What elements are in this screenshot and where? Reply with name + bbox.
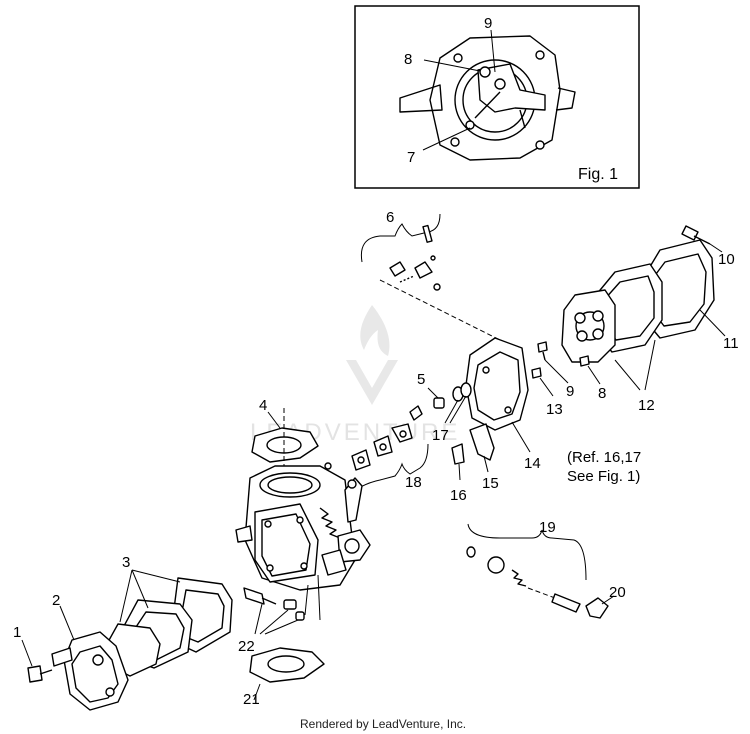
parts-5-17: 5 17 xyxy=(417,371,472,444)
callout-10: 10 xyxy=(718,251,735,268)
callout-3: 3 xyxy=(122,554,130,571)
part-18-kit: 18 xyxy=(341,405,429,501)
reference-note: (Ref. 16,17 See Fig. 1) xyxy=(567,449,641,485)
callout-2: 2 xyxy=(52,592,60,609)
callout-8: 8 xyxy=(598,385,606,402)
callout-6: 6 xyxy=(386,209,394,226)
part-21-gasket: 21 xyxy=(243,647,325,708)
callout-12: 12 xyxy=(638,397,655,414)
callout-22: 22 xyxy=(238,638,255,655)
callout-15: 15 xyxy=(482,475,499,492)
part-12-diaphragm-set: 12 xyxy=(561,263,663,414)
part-22-set: 22 xyxy=(238,587,305,655)
reference-note-line2: See Fig. 1) xyxy=(567,468,640,485)
callout-4: 4 xyxy=(259,397,267,414)
callout-1: 1 xyxy=(13,624,21,641)
footer-credit: Rendered by LeadVenture, Inc. xyxy=(300,717,466,731)
fig1-caption: Fig. 1 xyxy=(578,166,618,183)
part-14-body: 14 xyxy=(465,337,541,472)
part-10-screw: 10 xyxy=(681,225,735,268)
callout-7: 7 xyxy=(407,149,415,166)
callout-18: 18 xyxy=(405,474,422,491)
callout-11: 11 xyxy=(723,335,739,352)
callout-19: 19 xyxy=(539,519,556,536)
callout-14: 14 xyxy=(524,455,541,472)
callout-9-inset: 9 xyxy=(484,15,492,32)
watermark: LEADVENTURE xyxy=(250,305,457,446)
part-19-kit: 19 20 xyxy=(466,519,626,619)
reference-note-line1: (Ref. 16,17 xyxy=(567,449,641,466)
carburetor-body xyxy=(235,462,371,621)
part-3-set: 3 xyxy=(107,554,233,677)
parts-9-8-13-screws: 9 8 13 xyxy=(531,341,606,418)
callout-17: 17 xyxy=(432,427,449,444)
fig1-inset: 9 8 7 Fig. 1 xyxy=(354,5,640,189)
callout-21: 21 xyxy=(243,691,260,708)
part-1-screw: 1 xyxy=(13,624,53,683)
callout-5: 5 xyxy=(417,371,425,388)
callout-16: 16 xyxy=(450,487,467,504)
parts-15-16: 15 16 xyxy=(450,423,499,504)
callout-13: 13 xyxy=(546,401,563,418)
callout-8-inset: 8 xyxy=(404,51,412,68)
callout-9: 9 xyxy=(566,383,574,400)
callout-20: 20 xyxy=(609,584,626,601)
part-2-pump: 2 xyxy=(51,592,129,711)
